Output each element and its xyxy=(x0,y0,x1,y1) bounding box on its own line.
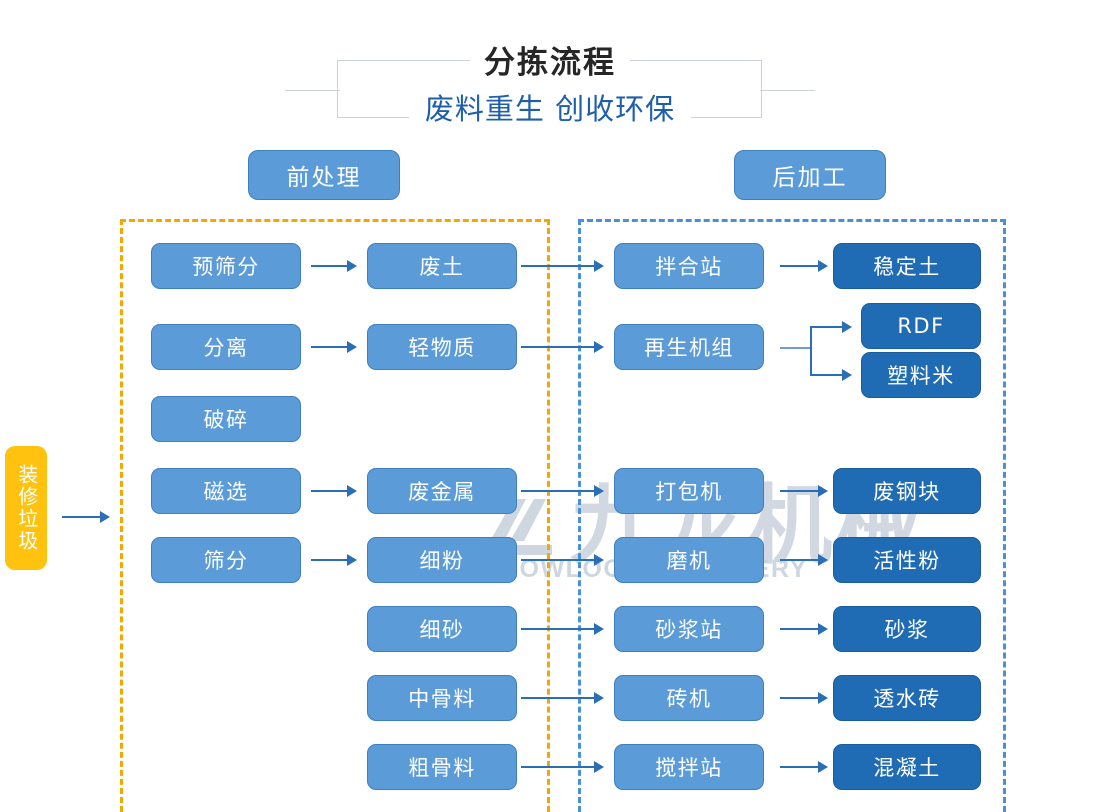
header: 分拣流程 废料重生 创收环保 xyxy=(0,0,1100,130)
header-rule-left xyxy=(285,90,340,91)
edge-prescreen-to-wastesoil-line xyxy=(311,265,349,267)
edge-baler-to-scrapsteel-line xyxy=(780,490,820,492)
node-pre-screening[interactable]: 预筛分 xyxy=(151,243,301,289)
edge-separation-to-light-arrowhead xyxy=(347,341,357,353)
edge-grinder-to-activepowder-line xyxy=(780,559,820,561)
edge-recycling-to-plastic-line xyxy=(810,374,844,376)
edge-medium-to-brickmachine-line xyxy=(521,697,596,699)
edge-wastesoil-to-mixing-line xyxy=(521,265,596,267)
node-permeable-brick[interactable]: 透水砖 xyxy=(833,675,981,721)
edge-magnetic-to-metal-arrowhead xyxy=(347,485,357,497)
page-title-text: 分拣流程 xyxy=(470,45,630,81)
node-mortar[interactable]: 砂浆 xyxy=(833,606,981,652)
edge-grinder-to-activepowder-arrowhead xyxy=(818,554,828,566)
edge-finesand-to-mortarstation-arrowhead xyxy=(594,623,604,635)
edge-recycling-to-plastic-arrowhead xyxy=(842,369,852,381)
section-label-post-process[interactable]: 后加工 xyxy=(734,150,886,200)
edge-finepowder-to-grinder-line xyxy=(521,559,596,561)
edge-input-to-prescreen-line xyxy=(62,516,102,518)
node-waste-soil[interactable]: 废土 xyxy=(367,243,517,289)
edge-mortarstation-to-mortar-arrowhead xyxy=(818,623,828,635)
header-rule-right xyxy=(760,90,815,91)
edge-sieving-to-finepowder-line xyxy=(311,559,349,561)
node-separation[interactable]: 分离 xyxy=(151,324,301,370)
edge-baler-to-scrapsteel-arrowhead xyxy=(818,485,828,497)
edge-mortarstation-to-mortar-line xyxy=(780,628,820,630)
edge-finepowder-to-grinder-arrowhead xyxy=(594,554,604,566)
edge-metal-to-baler-line xyxy=(521,490,596,492)
node-magnetic-sort[interactable]: 磁选 xyxy=(151,468,301,514)
page-title: 分拣流程 xyxy=(0,37,1100,82)
node-rdf[interactable]: RDF xyxy=(861,303,981,349)
edge-light-to-recycling-line xyxy=(521,346,596,348)
edge-recycling-to-rdf-arrowhead xyxy=(842,321,852,333)
node-grinder[interactable]: 磨机 xyxy=(614,537,764,583)
edge-concretestation-to-concrete-line xyxy=(780,766,820,768)
edge-concretestation-to-concrete-arrowhead xyxy=(818,761,828,773)
node-active-powder[interactable]: 活性粉 xyxy=(833,537,981,583)
edge-brickmachine-to-permeable-line xyxy=(780,697,820,699)
edge-recycling-fork-vertical xyxy=(810,326,812,374)
edge-prescreen-to-wastesoil-arrowhead xyxy=(347,260,357,272)
node-medium-aggregate[interactable]: 中骨料 xyxy=(367,675,517,721)
group-frame-post-process xyxy=(578,219,1006,812)
node-recycling-unit[interactable]: 再生机组 xyxy=(614,324,764,370)
node-plastic-pellets[interactable]: 塑料米 xyxy=(861,352,981,398)
node-concrete-station[interactable]: 搅拌站 xyxy=(614,744,764,790)
edge-wastesoil-to-mixing-arrowhead xyxy=(594,260,604,272)
section-label-pre-process[interactable]: 前处理 xyxy=(248,150,400,200)
node-mortar-station[interactable]: 砂浆站 xyxy=(614,606,764,652)
edge-light-to-recycling-arrowhead xyxy=(594,341,604,353)
node-scrap-steel[interactable]: 废钢块 xyxy=(833,468,981,514)
edge-sieving-to-finepowder-arrowhead xyxy=(347,554,357,566)
node-baler[interactable]: 打包机 xyxy=(614,468,764,514)
edge-recycling-fork-stem xyxy=(780,347,810,349)
node-stabilized-soil[interactable]: 稳定土 xyxy=(833,243,981,289)
edge-coarse-to-concretestation-line xyxy=(521,766,596,768)
edge-coarse-to-concretestation-arrowhead xyxy=(594,761,604,773)
node-mixing-station[interactable]: 拌合站 xyxy=(614,243,764,289)
edge-input-to-prescreen-arrowhead xyxy=(100,511,110,523)
edge-recycling-to-rdf-line xyxy=(810,326,844,328)
node-concrete[interactable]: 混凝土 xyxy=(833,744,981,790)
edge-brickmachine-to-permeable-arrowhead xyxy=(818,692,828,704)
node-fine-powder[interactable]: 细粉 xyxy=(367,537,517,583)
edge-finesand-to-mortarstation-line xyxy=(521,628,596,630)
edge-separation-to-light-line xyxy=(311,346,349,348)
edge-metal-to-baler-arrowhead xyxy=(594,485,604,497)
node-brick-machine[interactable]: 砖机 xyxy=(614,675,764,721)
node-fine-sand[interactable]: 细砂 xyxy=(367,606,517,652)
node-crushing[interactable]: 破碎 xyxy=(151,396,301,442)
node-sieving[interactable]: 筛分 xyxy=(151,537,301,583)
edge-medium-to-brickmachine-arrowhead xyxy=(594,692,604,704)
group-frame-pre-process xyxy=(120,219,550,812)
node-light-material[interactable]: 轻物质 xyxy=(367,324,517,370)
node-coarse-aggregate[interactable]: 粗骨料 xyxy=(367,744,517,790)
edge-magnetic-to-metal-line xyxy=(311,490,349,492)
edge-mixing-to-stabilized-arrowhead xyxy=(818,260,828,272)
page-subtitle: 废料重生 创收环保 xyxy=(0,86,1100,128)
node-scrap-metal[interactable]: 废金属 xyxy=(367,468,517,514)
page-subtitle-text: 废料重生 创收环保 xyxy=(408,92,692,126)
node-input-construction-waste[interactable]: 装修垃圾 xyxy=(5,446,47,570)
edge-mixing-to-stabilized-line xyxy=(780,265,820,267)
